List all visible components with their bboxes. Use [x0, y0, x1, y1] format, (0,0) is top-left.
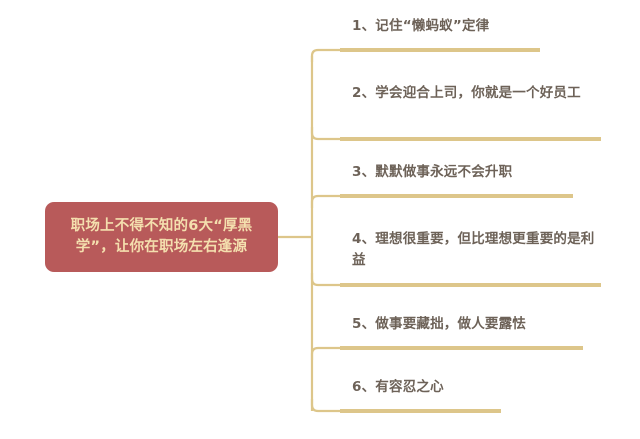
branch-node-6[interactable]: 6、有容忍之心 [352, 377, 602, 398]
elbow-2 [310, 127, 340, 141]
branch-node-4[interactable]: 4、理想很重要，但比理想更重要的是利益 [352, 229, 604, 271]
central-topic-label: 职场上不得不知的6大“厚黑学”，让你在职场左右逢源 [70, 217, 253, 255]
elbow-6 [310, 399, 340, 413]
central-topic-node[interactable]: 职场上不得不知的6大“厚黑学”，让你在职场左右逢源 [45, 202, 278, 272]
branch-node-5[interactable]: 5、做事要藏拙，做人要露怯 [352, 314, 602, 335]
branch-label-6: 6、有容忍之心 [352, 379, 444, 395]
branch-label-3: 3、默默做事永远不会升职 [352, 164, 513, 180]
elbow-1 [310, 48, 340, 62]
branch-label-5: 5、做事要藏拙，做人要露怯 [352, 316, 526, 332]
branch-label-4: 4、理想很重要，但比理想更重要的是利益 [352, 231, 595, 268]
branch-node-3[interactable]: 3、默默做事永远不会升职 [352, 162, 602, 183]
branch-label-2: 2、学会迎合上司，你就是一个好员工 [352, 85, 581, 101]
branch-label-1: 1、记住“懒蚂蚁”定律 [352, 18, 490, 34]
elbow-5 [310, 346, 340, 360]
branch-node-1[interactable]: 1、记住“懒蚂蚁”定律 [352, 16, 602, 37]
elbow-4 [310, 273, 340, 287]
elbow-3 [310, 194, 340, 208]
branch-node-2[interactable]: 2、学会迎合上司，你就是一个好员工 [352, 83, 604, 104]
